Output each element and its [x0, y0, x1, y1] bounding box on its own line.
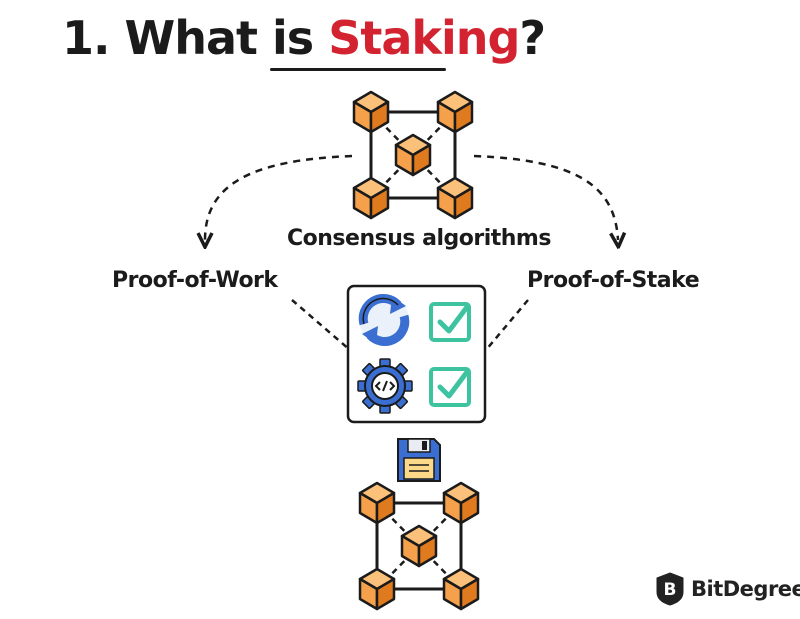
- pos-connector: [485, 299, 529, 351]
- bitdegree-logo: B BitDegree: [655, 572, 800, 606]
- title-highlight: Staking: [328, 11, 520, 65]
- consensus-label: Consensus algorithms: [287, 226, 551, 251]
- top-blockchain-network-icon: [354, 92, 472, 218]
- title-suffix: ?: [519, 11, 546, 65]
- sync-icon: [358, 294, 410, 346]
- checkbox-checked-icon: [431, 304, 469, 340]
- proof-of-stake-label: Proof-of-Stake: [527, 268, 700, 293]
- floppy-disk-icon: [397, 438, 441, 482]
- gear-code-icon: [357, 358, 413, 414]
- bitdegree-shield-icon: B: [656, 572, 684, 606]
- bottom-blockchain-network-icon: [360, 483, 478, 609]
- proof-of-work-label: Proof-of-Work: [112, 268, 278, 293]
- logo-text: BitDegree: [691, 577, 800, 601]
- title-prefix: 1. What is: [62, 11, 329, 65]
- logo-glyph: B: [664, 580, 677, 600]
- title-underline: [270, 68, 446, 71]
- pow-connector: [291, 299, 351, 351]
- arrow-to-pow: [205, 154, 353, 240]
- page-title: 1. What is Staking?: [62, 8, 546, 68]
- checkbox-checked-icon: [431, 369, 469, 405]
